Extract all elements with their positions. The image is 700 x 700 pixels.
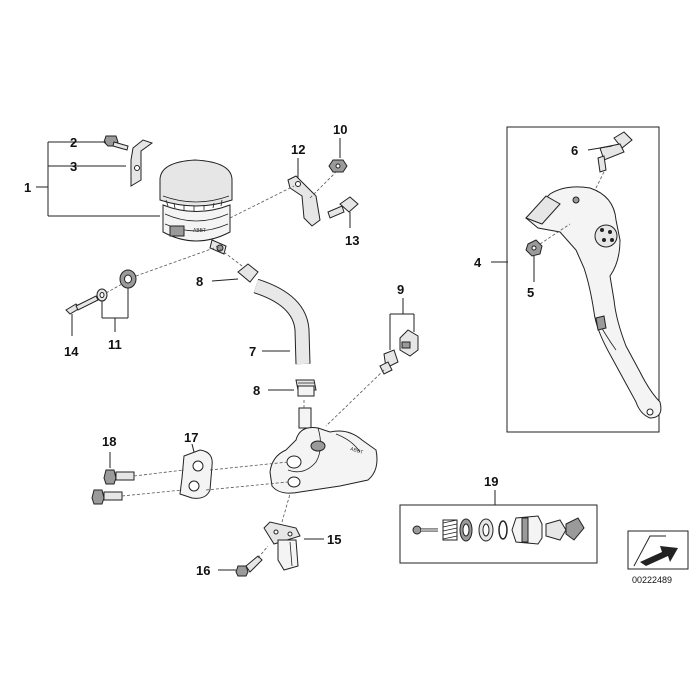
callout-1: 1 bbox=[24, 180, 31, 195]
callout-3: 3 bbox=[70, 159, 77, 174]
callout-8-upper: 8 bbox=[196, 274, 203, 289]
callout-7: 7 bbox=[249, 344, 256, 359]
callout-6: 5 bbox=[527, 285, 534, 300]
callout-8-lower: 8 bbox=[253, 383, 260, 398]
callout-9: 9 bbox=[397, 282, 404, 297]
adjusting-screw-5 bbox=[597, 131, 633, 173]
brake-fluid-reservoir: ABBT bbox=[159, 159, 233, 255]
fluid-hose-7 bbox=[253, 278, 311, 365]
lever-detail-box bbox=[506, 126, 660, 433]
repair-kit-parts bbox=[412, 515, 585, 545]
callout-12: 12 bbox=[291, 142, 305, 157]
hose-clamp-upper bbox=[237, 263, 259, 283]
callout-19: 19 bbox=[484, 474, 498, 489]
repair-kit-box bbox=[399, 504, 598, 564]
nut-6 bbox=[525, 239, 543, 257]
callout-15: 15 bbox=[327, 532, 341, 547]
bracket-screw bbox=[103, 135, 129, 151]
callout-2: 2 bbox=[70, 135, 77, 150]
bleeder-valve-9 bbox=[379, 329, 419, 375]
callout-16: 16 bbox=[196, 563, 210, 578]
brake-lever-4 bbox=[525, 186, 662, 419]
handlebar-clamp-17 bbox=[179, 449, 213, 499]
callout-5: 6 bbox=[571, 143, 578, 158]
callout-13: 13 bbox=[345, 233, 359, 248]
master-cylinder-body: ABBT bbox=[269, 407, 378, 494]
grommet-11 bbox=[96, 269, 137, 302]
callout-18: 18 bbox=[102, 434, 116, 449]
direction-arrow-icon bbox=[627, 530, 689, 570]
screw-13 bbox=[327, 196, 359, 219]
reservoir-holder-plate bbox=[287, 175, 321, 227]
clamp-screw-18-upper bbox=[103, 469, 135, 485]
callout-10: 10 bbox=[333, 122, 347, 137]
reference-number: 00222489 bbox=[632, 575, 672, 585]
callout-11: 11 bbox=[108, 337, 122, 352]
callout-14: 14 bbox=[64, 344, 79, 359]
callout-17: 17 bbox=[184, 430, 198, 445]
reservoir-bracket bbox=[130, 139, 154, 187]
reservoir-marking: ABBT bbox=[193, 228, 206, 234]
callout-4: 4 bbox=[474, 255, 482, 270]
screw-14 bbox=[65, 295, 99, 315]
switch-screw-16 bbox=[235, 555, 263, 577]
clamp-screw-18-lower bbox=[91, 489, 123, 505]
nut-10 bbox=[328, 159, 348, 173]
hose-clamp-lower bbox=[295, 379, 317, 397]
brake-light-switch-15 bbox=[263, 521, 301, 571]
master-cylinder-marking: ABBT bbox=[349, 446, 363, 456]
